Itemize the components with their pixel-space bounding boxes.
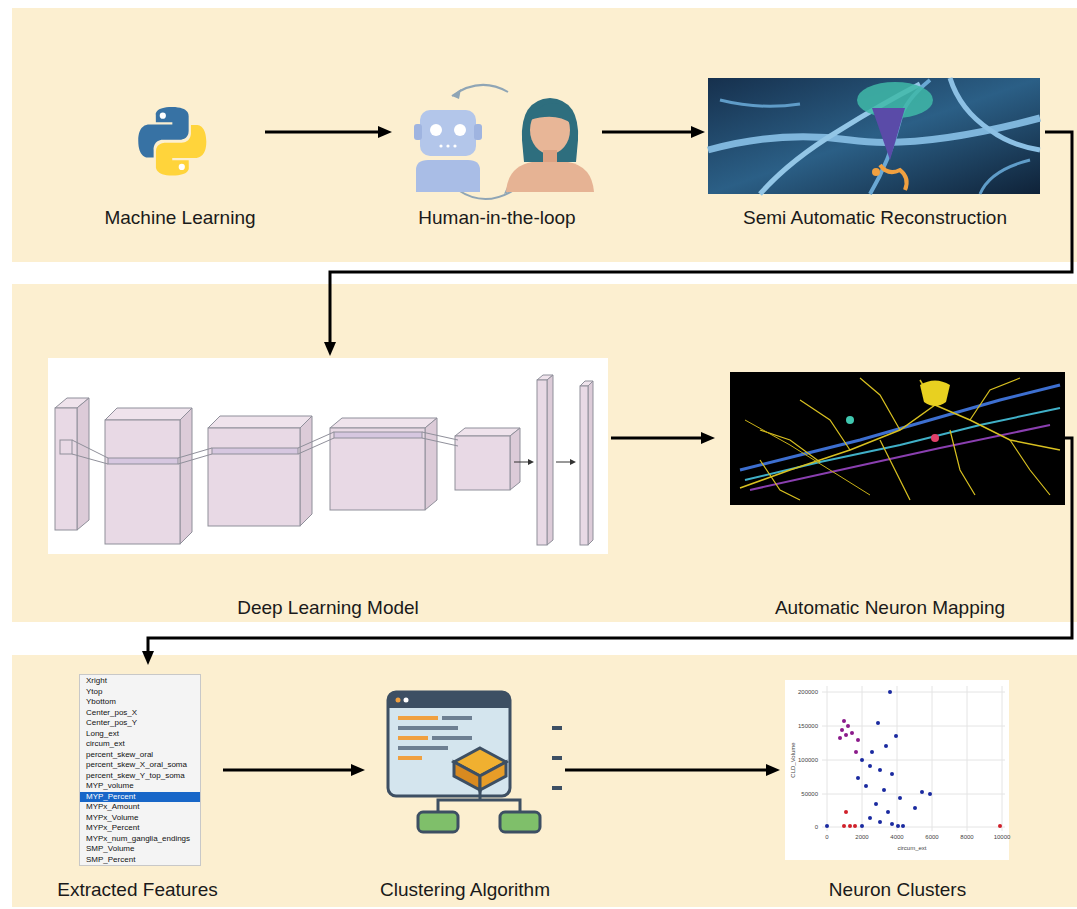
tick-label: 6000 (925, 834, 938, 841)
tick-label: 50000 (801, 791, 818, 798)
arrow-head (142, 651, 154, 665)
image-node: Automatic Neuron Mapping (715, 365, 1065, 622)
icon-node: Clustering Algorithm (365, 680, 565, 905)
node-caption: Semi Automatic Reconstruction (743, 206, 1007, 229)
neuron-map-render (730, 372, 1065, 505)
clustering-icon (388, 692, 562, 832)
connector-line (223, 769, 351, 772)
python-logo (138, 107, 206, 176)
tick-label: 200000 (798, 689, 818, 696)
flow-arrow (223, 764, 365, 776)
band (12, 8, 1077, 262)
flow-arrow (565, 764, 780, 776)
feature-name: SMP_Volume (80, 844, 200, 855)
image-node: Neuron Clusters (780, 676, 1015, 905)
axis-title: circum_ext (897, 845, 926, 852)
node-caption: Clustering Algorithm (380, 878, 550, 901)
node-caption: Human-in-the-loop (418, 206, 575, 229)
axis-title: CLD_Volume (790, 742, 797, 777)
image-node: Deep Learning Model (45, 356, 611, 622)
flow-arrow (142, 438, 1072, 665)
arrow-head (766, 764, 780, 776)
icon-node: Human-in-the-loop (392, 75, 602, 235)
feature-name: Ybottom (80, 697, 200, 708)
connector-line (330, 132, 1072, 342)
tick-label: 8000 (960, 834, 973, 841)
feature-name: Xright (80, 676, 200, 687)
arrow-head (351, 764, 365, 776)
tick-label: 0 (825, 834, 828, 841)
node-caption: Extracted Features (57, 878, 218, 901)
feature-name: circum_ext (80, 739, 200, 750)
feature-name: MYPx_Amount (80, 802, 200, 813)
tick-label: 150000 (798, 723, 818, 730)
flow-arrow (324, 132, 1072, 356)
feature-name: Ytop (80, 687, 200, 698)
band (12, 655, 1077, 907)
tick-label: 10000 (994, 834, 1011, 841)
connector-line (565, 769, 766, 772)
image-node: Semi Automatic Reconstruction (705, 75, 1045, 235)
connector-line (611, 437, 701, 440)
feature-name: percent_skew_X_oral_soma (80, 760, 200, 771)
band (12, 284, 1077, 622)
tick-label: 4000 (890, 834, 903, 841)
feature-name: Center_pos_Y (80, 718, 200, 729)
feature-name: MYPx_Percent (80, 823, 200, 834)
feature-name: MYP_volume (80, 781, 200, 792)
flow-arrow (265, 126, 392, 138)
node-caption: Machine Learning (104, 206, 255, 229)
feature-name: MYP_Percent (80, 792, 200, 803)
connector-line (602, 131, 691, 134)
feature-name: percent_skew_oral (80, 750, 200, 761)
feature-list: XrightYtopYbottomCenter_pos_XCenter_pos_… (79, 674, 201, 866)
arrow-head (324, 342, 336, 356)
connector-line (148, 438, 1072, 651)
feature-list-node: XrightYtopYbottomCenter_pos_XCenter_pos_… (52, 665, 223, 905)
scatter-plot (785, 680, 1009, 860)
feature-name: SMP_Percent (80, 855, 200, 866)
icon-node: Machine Learning (95, 100, 265, 235)
node-caption: Deep Learning Model (237, 596, 419, 619)
robot-human-icon (414, 85, 594, 199)
arrow-head (701, 432, 715, 444)
feature-name: MYPx_Volume (80, 813, 200, 824)
feature-name: percent_skew_Y_top_soma (80, 771, 200, 782)
reconstruction-render (708, 78, 1040, 194)
feature-name: Center_pos_X (80, 708, 200, 719)
cnn-diagram (48, 358, 608, 554)
tick-label: 100000 (798, 757, 818, 764)
feature-name: Long_ext (80, 729, 200, 740)
node-caption: Automatic Neuron Mapping (775, 596, 1005, 619)
tick-label: 0 (815, 824, 818, 831)
arrow-head (691, 126, 705, 138)
node-caption: Neuron Clusters (829, 878, 966, 901)
flow-arrow (611, 432, 715, 444)
connector-line (265, 131, 378, 134)
arrow-head (378, 126, 392, 138)
tick-label: 2000 (855, 834, 868, 841)
flow-arrow (602, 126, 705, 138)
feature-name: MYPx_num_ganglia_endings (80, 834, 200, 845)
